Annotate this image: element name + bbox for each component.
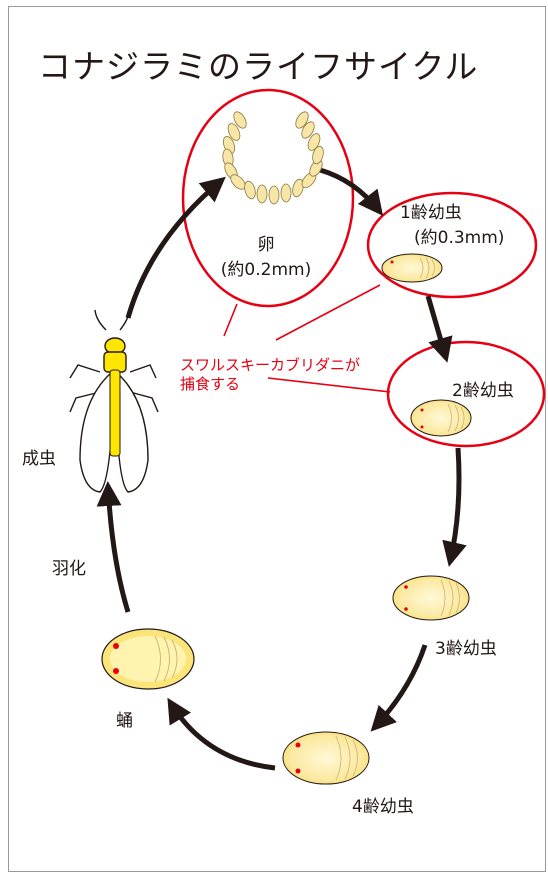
pupa-label: 蛹 xyxy=(116,711,133,731)
arrow-instar2-to-instar3 xyxy=(442,447,467,567)
arrow-instar4-to-pupa xyxy=(167,697,276,771)
egg-label: 卵 (約0.2mm) xyxy=(205,230,327,280)
egg-cluster-illustration xyxy=(222,111,324,205)
adult-whitefly-illustration xyxy=(69,309,159,493)
arrow-instar1-to-instar2 xyxy=(425,295,453,363)
instar3-label: 3齢幼虫 xyxy=(435,639,497,659)
egg-highlight-circle xyxy=(181,88,355,308)
instar1-name: 1齢幼虫 xyxy=(400,203,462,223)
instar1-label: 1齢幼虫 (約0.3mm) xyxy=(400,198,504,248)
arrow-adult-to-egg xyxy=(125,176,226,319)
pointer-line-instar1 xyxy=(275,284,381,341)
instar4-illustration xyxy=(282,731,370,785)
instar4-label: 4齢幼虫 xyxy=(352,797,414,817)
instar1-illustration xyxy=(381,253,443,283)
adult-label: 成虫 xyxy=(22,449,56,469)
instar2-label: 2齢幼虫 xyxy=(452,381,514,401)
arrow-egg-to-instar1 xyxy=(319,167,384,216)
egg-size: (約0.2mm) xyxy=(220,260,312,280)
arrow-pupa-to-adult xyxy=(96,481,131,613)
arrow-instar3-to-instar4 xyxy=(370,644,428,732)
pupa-illustration xyxy=(101,628,195,690)
pointer-line-instar2 xyxy=(267,377,391,393)
egg-name: 卵 xyxy=(257,235,275,255)
instar3-illustration xyxy=(392,575,470,621)
page-title: コナジラミのライフサイクル xyxy=(38,47,479,86)
pointer-line-egg xyxy=(223,303,238,337)
instar1-highlight-circle xyxy=(366,191,538,299)
instar1-size: (約0.3mm) xyxy=(414,228,505,248)
predation-note: スワルスキーカブリダニが 捕食する xyxy=(180,356,360,394)
emergence-label: 羽化 xyxy=(52,559,86,579)
instar2-illustration xyxy=(410,399,472,437)
predation-note-line2: 捕食する xyxy=(180,375,241,393)
instar2-highlight-circle xyxy=(386,340,546,448)
predation-note-line1: スワルスキーカブリダニが xyxy=(180,356,361,374)
